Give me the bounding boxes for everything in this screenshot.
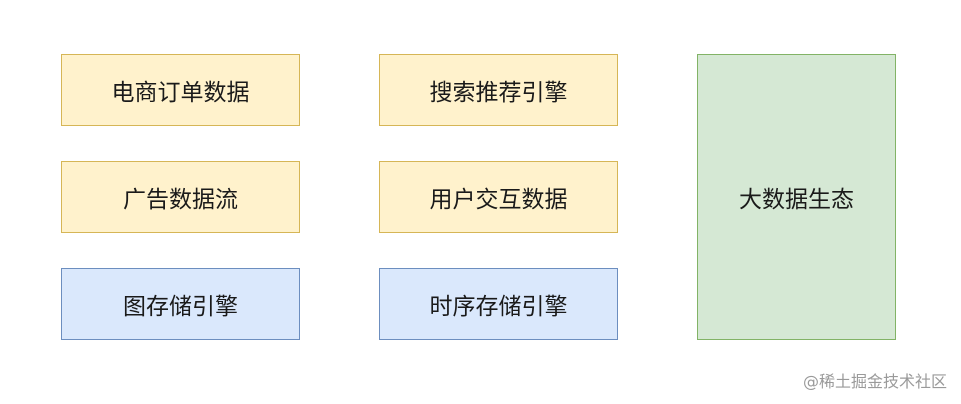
timeseries-storage-engine-label: 时序存储引擎 [429, 294, 568, 320]
big-data-ecosystem-label: 大数据生态 [739, 187, 854, 213]
graph-storage-engine-label: 图存储引擎 [123, 294, 238, 320]
user-interaction-data-label: 用户交互数据 [429, 187, 568, 213]
search-recommend-engine-box: 搜索推荐引擎 [379, 54, 618, 126]
graph-storage-engine-box: 图存储引擎 [61, 268, 300, 340]
user-interaction-data-box: 用户交互数据 [379, 161, 618, 233]
ad-data-stream-box: 广告数据流 [61, 161, 300, 233]
timeseries-storage-engine-box: 时序存储引擎 [379, 268, 618, 340]
watermark: @稀土掘金技术社区 [802, 372, 947, 391]
ad-data-stream-label: 广告数据流 [123, 187, 238, 213]
search-recommend-engine-label: 搜索推荐引擎 [429, 80, 568, 106]
ecommerce-orders-label: 电商订单数据 [111, 80, 250, 106]
ecommerce-orders-box: 电商订单数据 [61, 54, 300, 126]
big-data-ecosystem-box: 大数据生态 [697, 54, 896, 340]
